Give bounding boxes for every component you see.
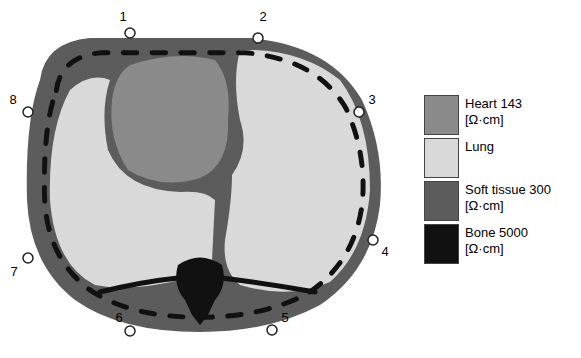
callout-number: 7 — [10, 265, 17, 279]
legend-entry: Lung — [424, 138, 574, 178]
spine — [176, 258, 224, 326]
legend-label: Heart 143 [Ω·cm] — [465, 96, 551, 128]
callout-number: 6 — [115, 311, 122, 325]
posterior-rib — [100, 278, 178, 292]
callout-number: 1 — [119, 10, 126, 24]
legend-label: Bone 5000 [Ω·cm] — [465, 225, 551, 257]
electrode — [354, 107, 364, 117]
callout-number: 2 — [259, 10, 266, 24]
legend-swatch — [424, 181, 459, 221]
callout-number: 4 — [381, 245, 388, 259]
legend-swatch — [424, 224, 459, 264]
legend-entry: Bone 5000 [Ω·cm] — [424, 224, 574, 264]
legend-entry: Soft tissue 300 [Ω·cm] — [424, 181, 574, 221]
callout-number: 5 — [281, 311, 288, 325]
legend-label: Lung — [465, 139, 551, 155]
heart — [111, 56, 228, 183]
electrode — [368, 235, 378, 245]
legend-entry: Heart 143 [Ω·cm] — [424, 95, 574, 135]
electrode — [253, 33, 263, 43]
posterior-rib — [222, 278, 315, 292]
electrode — [267, 325, 277, 335]
right-lung — [225, 50, 370, 292]
callout-number: 8 — [9, 93, 16, 107]
legend-swatch — [424, 95, 459, 135]
soft-tissue — [27, 38, 381, 332]
legend-label: Soft tissue 300 [Ω·cm] — [465, 182, 551, 214]
legend-swatch — [424, 138, 459, 178]
electrode — [125, 326, 135, 336]
electrodes — [23, 28, 378, 336]
callout-number: 3 — [368, 93, 375, 107]
electrode — [23, 107, 33, 117]
electrode — [23, 253, 33, 263]
electrode — [125, 28, 135, 38]
